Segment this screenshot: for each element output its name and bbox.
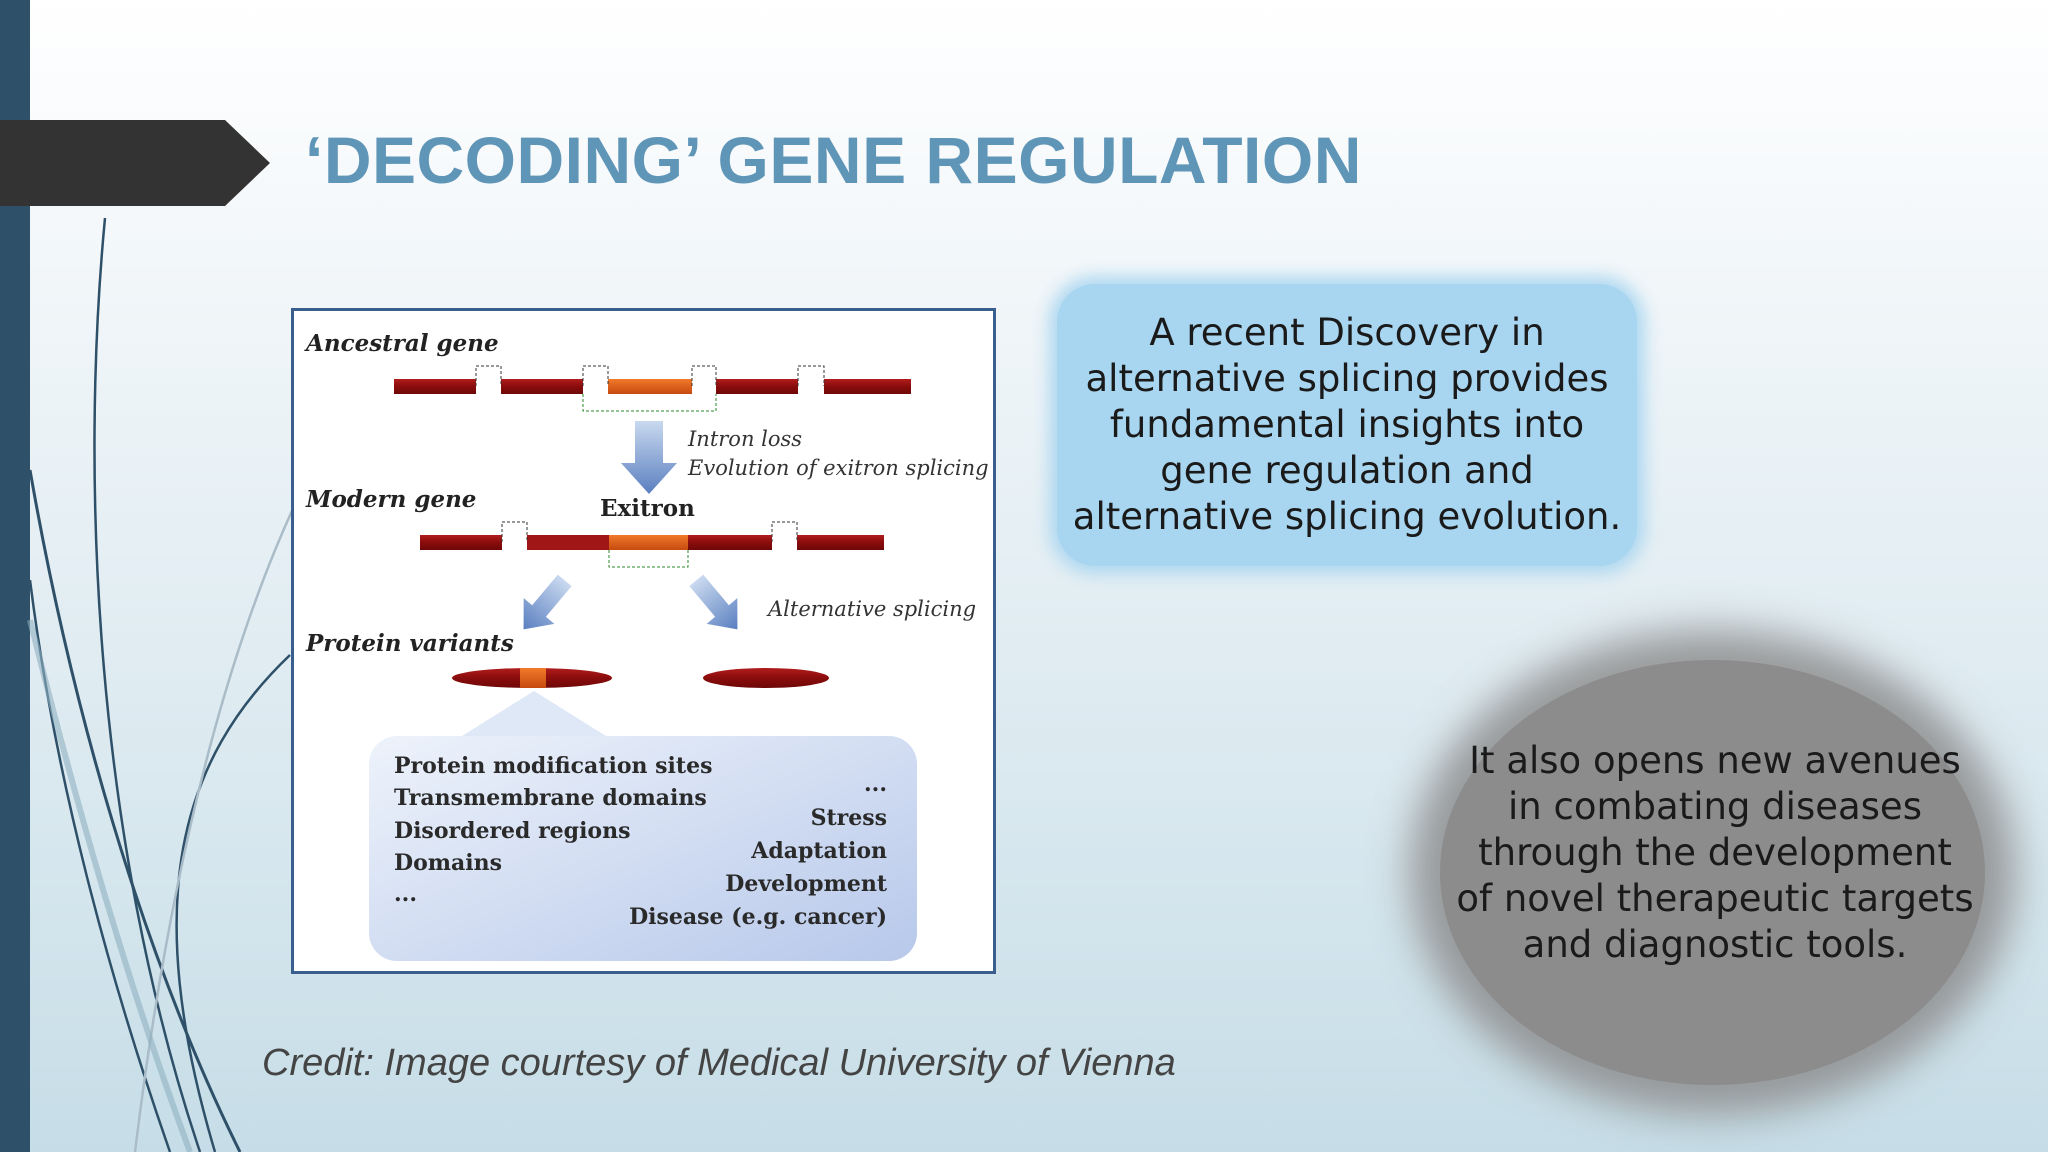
label-modern-gene: Modern gene	[305, 486, 476, 513]
label-exitron: Exitron	[600, 495, 695, 522]
label-evolution: Evolution of exitron splicing	[687, 456, 989, 480]
label-alternative-splicing: Alternative splicing	[766, 597, 976, 621]
modern-gene-track	[420, 521, 884, 568]
discovery-callout-text: A recent Discovery in alternative splici…	[1072, 311, 1622, 538]
label-intron-loss: Intron loss	[687, 427, 802, 451]
list-right-3: Adaptation	[750, 838, 887, 864]
image-credit: Credit: Image courtesy of Medical Univer…	[262, 1042, 1176, 1084]
list-left-4: Domains	[394, 850, 502, 876]
ancestral-gene-track	[394, 365, 911, 412]
decorative-curves	[27, 217, 400, 1152]
list-left-5: ...	[394, 881, 417, 907]
list-left-2: Transmembrane domains	[394, 785, 707, 811]
list-right-5: Disease (e.g. cancer)	[629, 904, 887, 930]
avenues-callout-oval	[1440, 660, 1985, 1085]
label-protein-variants: Protein variants	[305, 630, 514, 657]
avenues-callout-text: It also opens new avenues in combating d…	[1456, 739, 1974, 966]
list-right-4: Development	[725, 871, 888, 897]
label-ancestral-gene: Ancestral gene	[304, 330, 499, 357]
list-left-3: Disordered regions	[394, 818, 630, 844]
title-arrow-banner	[0, 120, 270, 206]
slide-title: ‘DECODING’ GENE REGULATION	[305, 123, 1362, 197]
splicing-arrow-left	[523, 574, 572, 630]
protein-variant-long	[452, 668, 612, 688]
function-callout-box	[369, 691, 917, 961]
intron-loss-arrow	[621, 421, 677, 494]
list-right-2: Stress	[811, 805, 887, 831]
protein-variant-short	[703, 668, 829, 688]
exitron-diagram: Ancestral gene Intron loss Evolution of …	[291, 308, 996, 974]
splicing-arrow-right	[689, 574, 738, 630]
discovery-callout: A recent Discovery in alternative splici…	[1057, 284, 1637, 566]
list-right-1: ...	[864, 771, 887, 797]
list-left-1: Protein modification sites	[394, 753, 712, 779]
